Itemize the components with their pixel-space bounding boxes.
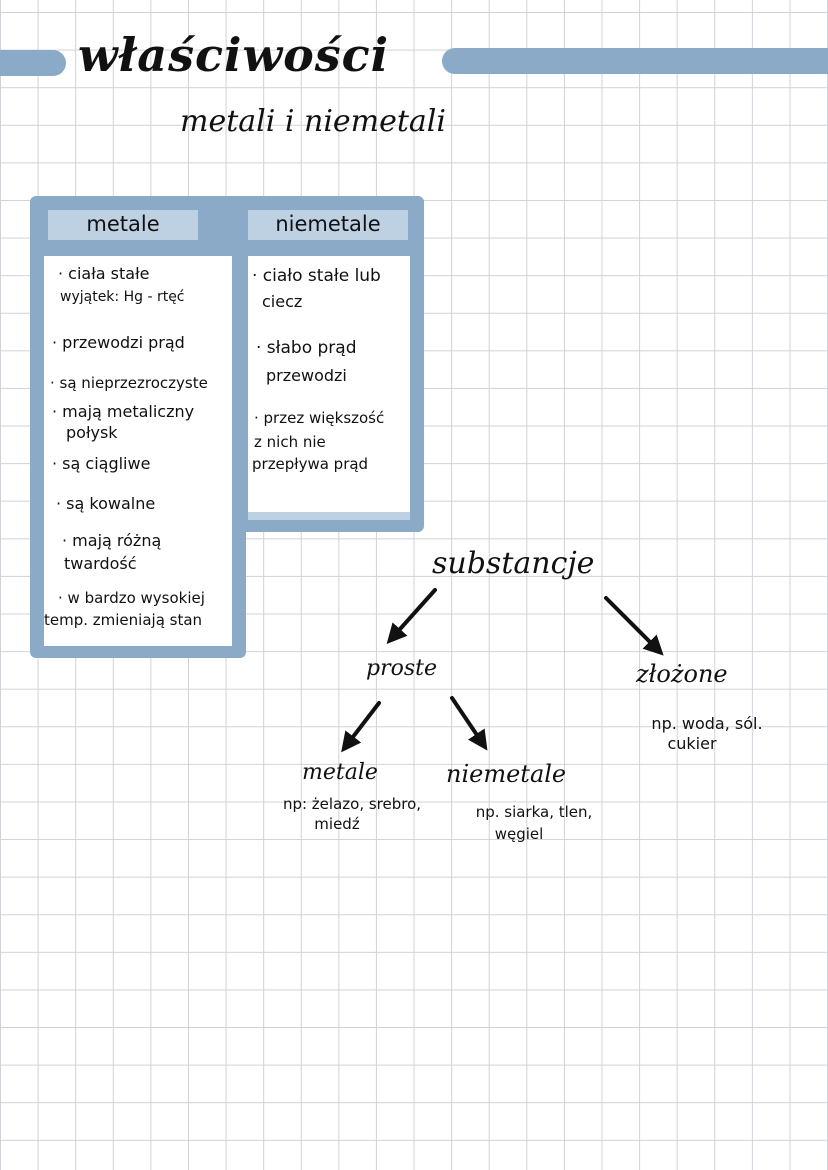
arrow-to-nonmetals <box>450 696 488 751</box>
metals-item: · są nieprzezroczyste <box>50 374 208 392</box>
metals-item: temp. zmieniają stan <box>44 611 203 629</box>
tree-root: substancje <box>432 546 595 581</box>
metals-header-cell <box>48 210 198 240</box>
compound-example: cukier <box>667 734 717 753</box>
metals-item: · mają metaliczny <box>52 402 195 421</box>
metals-example: miedź <box>314 815 360 833</box>
metals-item: · ciała stałe <box>58 264 150 283</box>
page-subtitle: metali i niemetali <box>180 104 447 139</box>
page-title: właściwości <box>78 28 390 82</box>
nonmetals-item: z nich nie <box>254 433 326 451</box>
metals-item: · mają różną <box>62 531 162 550</box>
tree-compound: złożone <box>636 660 728 688</box>
tree-metals: metale <box>302 760 378 785</box>
arrow-to-compound <box>604 596 664 656</box>
nonmetals-item: · ciało stałe lub <box>252 266 381 286</box>
arrow-to-metals <box>341 701 381 753</box>
nonmetals-example: np. siarka, tlen, <box>475 803 593 821</box>
nonmetals-item: przepływa prąd <box>252 455 369 473</box>
tree-simple: proste <box>366 656 437 681</box>
metals-item: · w bardzo wysokiej <box>58 589 205 607</box>
metals-example: np: żelazo, srebro, <box>282 795 422 813</box>
nonmetals-bottom-stripe <box>248 512 410 520</box>
metals-item: twardość <box>64 554 137 573</box>
metals-item: połysk <box>66 423 118 442</box>
nonmetals-item: ciecz <box>262 292 303 311</box>
nonmetals-header: niemetale <box>275 212 381 236</box>
nonmetals-item: · słabo prąd <box>256 338 357 358</box>
nonmetals-item: · przez większość <box>254 409 385 427</box>
metals-item: · przewodzi prąd <box>52 333 185 352</box>
nonmetals-item: przewodzi <box>266 366 347 385</box>
compound-example: np. woda, sól. <box>651 714 763 733</box>
tree-nonmetals: niemetale <box>446 760 567 788</box>
nonmetals-example: węgiel <box>494 825 544 843</box>
metals-column-body <box>44 256 232 646</box>
metals-item: · są kowalne <box>56 494 156 513</box>
metals-item: · są ciągliwe <box>52 454 151 473</box>
metals-header: metale <box>86 212 160 236</box>
header-bar-right <box>442 48 828 74</box>
arrow-to-simple <box>386 588 437 644</box>
header-bar-left <box>0 50 66 76</box>
metals-item: wyjątek: Hg - rtęć <box>60 289 185 305</box>
nonmetals-column-body <box>248 256 410 512</box>
nonmetals-header-cell <box>248 210 408 240</box>
